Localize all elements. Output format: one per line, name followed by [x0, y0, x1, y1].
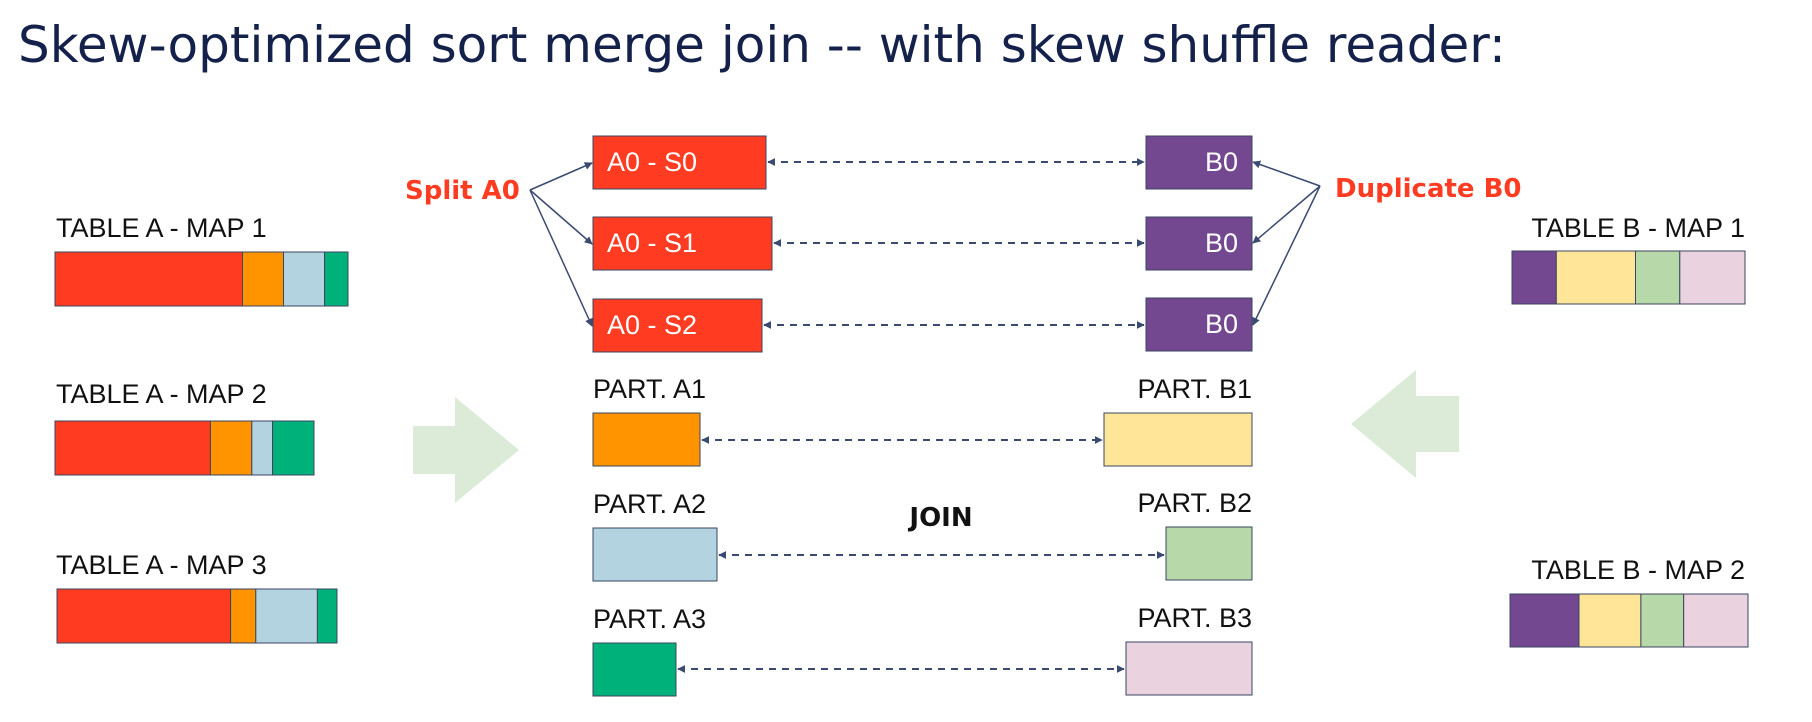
split-fan-line: [529, 189, 593, 327]
split-part-s0: A0 - S0: [592, 135, 767, 190]
map-segment-b3: [1683, 593, 1749, 648]
partition-a3-box: [592, 642, 677, 697]
duplicate-b0-label: Duplicate B0: [1335, 174, 1522, 204]
map-segment-a3: [324, 251, 349, 307]
table-b-map-2-label: TABLE B - MAP 2: [1531, 555, 1745, 585]
table-a-map-3-label: TABLE A - MAP 3: [56, 550, 267, 580]
duplicate-part-label: B0: [1205, 228, 1238, 258]
map-segment-a1: [230, 588, 257, 644]
map-segment-b1: [1578, 593, 1642, 648]
duplicate-part-0: B0: [1145, 135, 1253, 190]
table-a-map-1-label: TABLE A - MAP 1: [56, 213, 267, 243]
duplicate-fan-lines: [1252, 160, 1321, 326]
duplicate-fan-line: [1252, 185, 1321, 244]
map-segment-a2: [283, 251, 325, 307]
split-fan-line: [529, 189, 593, 245]
split-part-s2: A0 - S2: [592, 298, 763, 353]
table-a-map-2-bar: [54, 420, 315, 476]
table-b-map-2-bar: [1509, 593, 1749, 648]
flow-arrow-left-icon: [1351, 370, 1459, 478]
duplicate-fan-line: [1252, 185, 1321, 326]
split-box: [592, 298, 763, 353]
map-segment-b2: [1640, 593, 1685, 648]
map-segment-a0: [54, 420, 211, 476]
partition-a1-box: [592, 412, 701, 467]
split-box: [592, 135, 767, 190]
duplicate-part-label: B0: [1205, 147, 1238, 177]
map-segment-a1: [209, 420, 253, 476]
table-a-map-1-bar: [54, 251, 349, 307]
duplicate-box: [1145, 297, 1253, 352]
split-a0-label: Split A0: [405, 176, 520, 206]
split-fan-line: [529, 162, 593, 191]
map-segment-b2: [1635, 250, 1681, 305]
map-segment-a3: [272, 420, 315, 476]
join-label: JOIN: [907, 503, 972, 533]
partition-b1-label: PART. B1: [1137, 374, 1252, 404]
map-segment-b0: [1509, 593, 1580, 648]
duplicate-part-2: B0: [1145, 297, 1253, 352]
map-segment-b1: [1555, 250, 1637, 305]
split-part-label: A0 - S2: [607, 310, 697, 340]
table-b-map-1-label: TABLE B - MAP 1: [1531, 213, 1745, 243]
partition-b1-box: [1103, 412, 1253, 467]
split-part-label: A0 - S0: [607, 147, 697, 177]
duplicate-box: [1145, 216, 1253, 271]
table-a-map-2-label: TABLE A - MAP 2: [56, 379, 267, 409]
partition-a2-box: [592, 527, 718, 582]
duplicate-box: [1145, 135, 1253, 190]
map-segment-a0: [56, 588, 232, 644]
map-segment-b3: [1679, 250, 1746, 305]
duplicate-part-1: B0: [1145, 216, 1253, 271]
table-b-map-1-bar: [1511, 250, 1746, 305]
partition-b2-box: [1165, 526, 1253, 581]
map-segment-a2: [251, 420, 274, 476]
split-part-label: A0 - S1: [607, 228, 697, 258]
flow-arrow-right-icon: [413, 397, 519, 503]
split-box: [592, 216, 773, 271]
map-segment-a2: [255, 588, 318, 644]
partition-b3-box: [1125, 641, 1253, 696]
table-a-map-3-bar: [56, 588, 338, 644]
partition-b2-label: PART. B2: [1137, 488, 1252, 518]
duplicate-fan-line: [1252, 160, 1321, 187]
split-part-s1: A0 - S1: [592, 216, 773, 271]
partition-a2-label: PART. A2: [593, 489, 706, 519]
duplicate-part-label: B0: [1205, 309, 1238, 339]
map-segment-b0: [1511, 250, 1557, 305]
partition-a1-label: PART. A1: [593, 374, 706, 404]
page-title: Skew-optimized sort merge join -- with s…: [18, 16, 1506, 74]
split-fan-lines: [529, 162, 593, 327]
map-segment-a0: [54, 251, 243, 307]
partition-a3-label: PART. A3: [593, 604, 706, 634]
map-segment-a1: [242, 251, 284, 307]
partition-b3-label: PART. B3: [1137, 603, 1252, 633]
map-segment-a3: [316, 588, 338, 644]
